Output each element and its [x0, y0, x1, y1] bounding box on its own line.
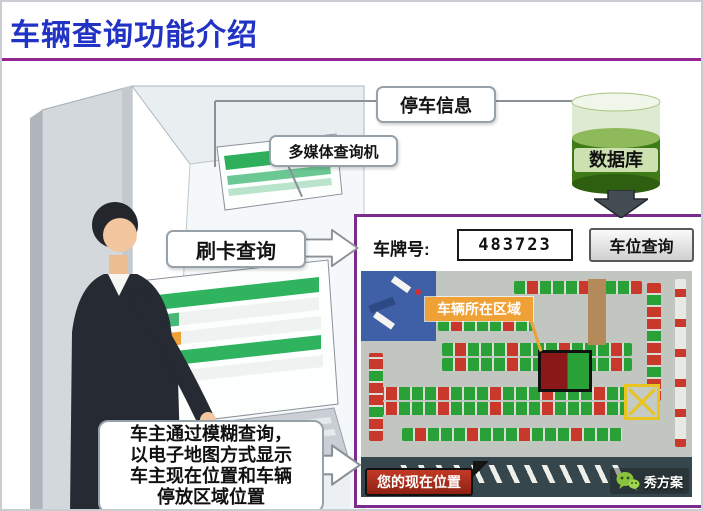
parking-map: 车辆所在区域 您的现在位置	[361, 271, 692, 497]
block-arrow-right-icon	[301, 229, 359, 267]
database-label: 数据库	[589, 149, 643, 170]
water-area	[361, 271, 436, 341]
vehicle-area-text: 车辆所在区域	[437, 301, 521, 317]
buoy-icon	[415, 289, 421, 295]
description-box: 车主通过模糊查询， 以电子地图方式显示 车主现在位置和车辆 停放区域位置	[98, 420, 324, 509]
parked-cars-column	[647, 283, 661, 401]
parked-cars-row	[402, 428, 622, 441]
connector-line	[492, 100, 572, 102]
down-arrow-icon	[594, 190, 648, 218]
parked-cars-row	[438, 318, 533, 331]
description-line: 车主现在位置和车辆	[130, 466, 292, 486]
plate-value: 483723	[478, 235, 552, 255]
connector-line	[215, 100, 376, 102]
vehicle-area-label: 车辆所在区域	[425, 297, 533, 321]
query-panel: 车牌号: 483723 车位查询	[354, 214, 701, 508]
highlighted-stall	[538, 350, 592, 392]
closed-area-marker	[624, 384, 660, 420]
connector-line	[214, 101, 216, 167]
wechat-icon	[616, 472, 640, 491]
watermark-text: 秀方案	[643, 474, 683, 490]
current-location-label: 您的现在位置	[365, 468, 473, 496]
description-line: 以电子地图方式显示	[130, 445, 292, 465]
space-query-button[interactable]: 车位查询	[589, 228, 694, 262]
description-line: 车主通过模糊查询，	[130, 424, 292, 444]
parked-cars-row	[373, 387, 632, 400]
plate-label: 车牌号:	[373, 240, 430, 259]
callout-card-query: 刷卡查询	[166, 230, 306, 268]
callout-multimedia-kiosk: 多媒体查询机	[269, 135, 398, 167]
parking-info-label: 停车信息	[400, 95, 472, 116]
boat-icon	[390, 275, 412, 294]
callout-parking-info: 停车信息	[376, 86, 496, 123]
dirt-road	[588, 279, 606, 345]
description-line: 停放区域位置	[157, 487, 265, 507]
card-query-label: 刷卡查询	[196, 240, 276, 263]
boat-icon	[372, 311, 396, 330]
parked-cars-row	[514, 281, 642, 294]
title-divider	[2, 58, 701, 61]
parked-cars-column	[369, 353, 383, 441]
parked-cars-row	[442, 358, 632, 371]
multimedia-kiosk-label: 多媒体查询机	[288, 143, 379, 161]
page-title: 车辆查询功能介绍	[10, 19, 258, 52]
watermark: 秀方案	[609, 468, 689, 494]
parked-cars-row	[373, 402, 632, 415]
current-location-text: 您的现在位置	[377, 474, 461, 490]
pier-icon	[368, 296, 396, 314]
parked-cars-column	[675, 279, 686, 447]
location-pointer-icon	[473, 461, 489, 477]
space-query-button-label: 车位查询	[609, 239, 674, 256]
plate-value-box[interactable]: 483723	[457, 229, 573, 261]
database-icon: 数据库	[571, 92, 661, 194]
